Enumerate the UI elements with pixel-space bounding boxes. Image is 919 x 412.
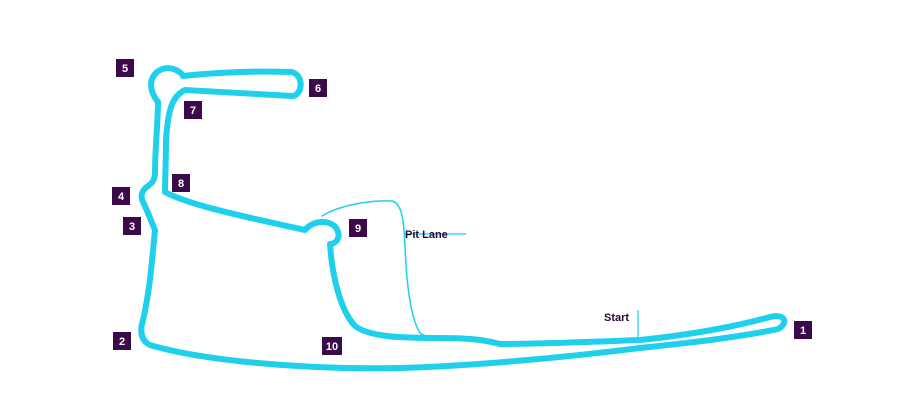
start-label: Start: [604, 312, 629, 324]
corner-number: 9: [355, 223, 361, 235]
corner-marker-4: 4: [112, 187, 130, 205]
corner-number: 8: [178, 178, 184, 190]
corner-number: 10: [326, 341, 338, 353]
corner-number: 4: [118, 191, 125, 203]
circuit-track: [138, 65, 788, 372]
corner-marker-10: 10: [322, 337, 342, 355]
corner-number: 3: [129, 221, 135, 233]
corner-marker-2: 2: [113, 332, 131, 350]
corner-number: 1: [800, 325, 806, 337]
corner-marker-8: 8: [172, 174, 190, 192]
corner-marker-1: 1: [794, 321, 812, 339]
corner-marker-7: 7: [184, 101, 202, 119]
pit-lane-label: Pit Lane: [405, 229, 448, 241]
corner-marker-5: 5: [116, 59, 134, 77]
corner-marker-3: 3: [123, 217, 141, 235]
corner-number: 6: [315, 83, 321, 95]
corner-number: 7: [190, 105, 196, 117]
corner-number: 2: [119, 336, 125, 348]
corner-number: 5: [122, 63, 128, 75]
pit-lane-path: [321, 200, 463, 340]
corner-marker-9: 9: [349, 219, 367, 237]
corner-marker-6: 6: [309, 79, 327, 97]
